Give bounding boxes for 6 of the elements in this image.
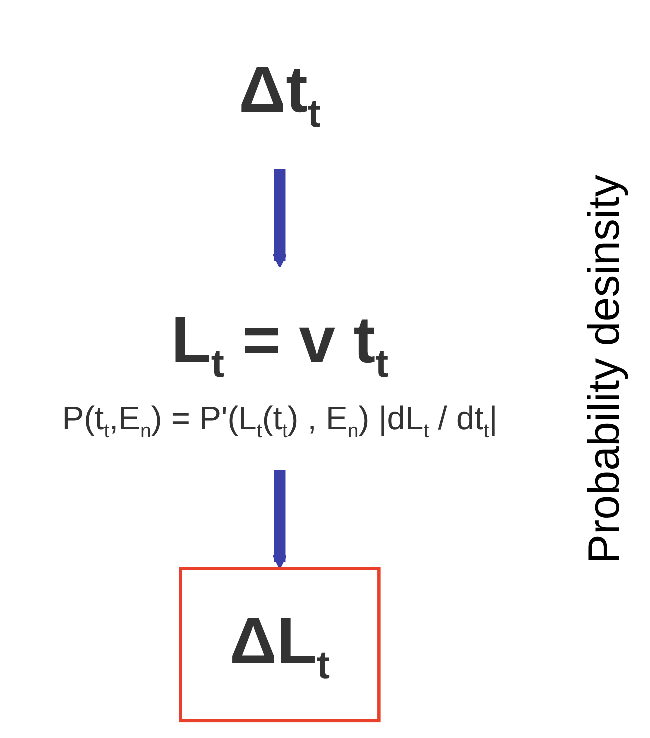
node-box: ΔL$_{t}$	[179, 567, 381, 723]
arrow	[272, 470, 288, 570]
arrow	[272, 169, 288, 268]
axis-label: Probability desinsity	[580, 174, 630, 564]
node-text: L$_{t}$ = v t$_{t}$ P(t$_{t}$,E$_{n}$) = P'(L$_{t}$(t$_{t}$) , E$_{n}$) |dL$_{t}$ / dt$_{t}$|	[62, 305, 498, 443]
node-text: Δt$_{t}$	[239, 54, 321, 137]
